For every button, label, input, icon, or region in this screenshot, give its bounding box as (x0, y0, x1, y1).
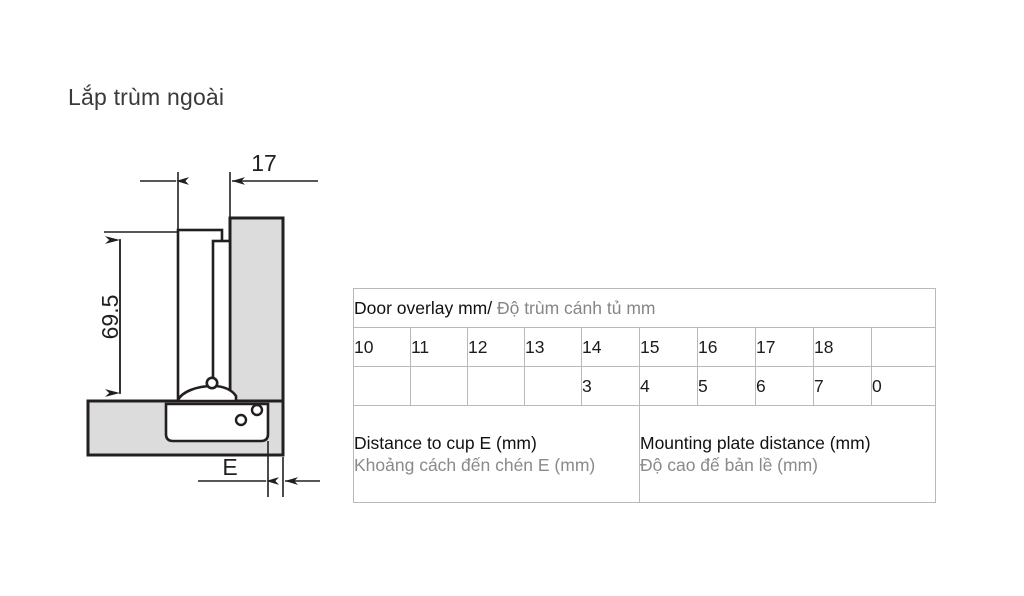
hinge-arm-shape (176, 228, 232, 403)
plate-value-cell: 3 (581, 366, 640, 406)
door-overlay-spec-table: Door overlay mm/ Độ trùm cánh tủ mm 10 1… (352, 288, 937, 503)
dimension-17-label: 17 (251, 150, 277, 176)
plate-value-cell-empty (353, 366, 411, 406)
dimension-17 (140, 172, 318, 232)
overlay-value-cell: 15 (639, 327, 698, 367)
plate-value-cell-highlighted: 0 (870, 366, 937, 406)
page-title: Lắp trùm ngoài (68, 84, 225, 110)
table-row-legend: Distance to cup E (mm) Khoảng cách đến c… (353, 405, 937, 503)
overlay-value-cell: 17 (755, 327, 814, 367)
table-header-vi: Độ trùm cánh tủ mm (492, 297, 656, 318)
mounting-plate-shape (164, 402, 270, 443)
plate-value-cell-empty (410, 366, 468, 406)
overlay-value-cell: 14 (581, 327, 640, 367)
table-header-en: Door overlay mm/ (354, 297, 493, 318)
legend-distance-to-cup-vi: Khoảng cách đến chén E (mm) (354, 455, 596, 475)
plate-value-cell: 4 (639, 366, 698, 406)
table-row-plate-values: 3 4 5 6 7 0 (353, 366, 937, 406)
table-header-door-overlay: Door overlay mm/ Độ trùm cánh tủ mm (352, 288, 937, 328)
dimension-69-5-label: 69.5 (97, 295, 123, 340)
legend-mounting-plate-distance-vi: Độ cao đế bản lề (mm) (640, 455, 818, 475)
overlay-value-cell: 10 (353, 327, 411, 367)
dimension-E (198, 441, 320, 497)
hinge-technical-drawing: 17 69.5 E (0, 0, 345, 596)
overlay-value-cell: 13 (524, 327, 582, 367)
hinge-knuckle-shape (176, 376, 238, 403)
plate-value-cell: 6 (755, 366, 814, 406)
plate-value-cell: 7 (813, 366, 872, 406)
plate-value-cell: 5 (697, 366, 756, 406)
plate-value-cell-empty (467, 366, 525, 406)
legend-mounting-plate-distance: Mounting plate distance (mm) Độ cao đế b… (638, 405, 937, 503)
legend-distance-to-cup-en: Distance to cup E (mm) (354, 432, 537, 453)
overlay-value-cell: 12 (467, 327, 525, 367)
overlay-value-cell-empty (870, 327, 937, 367)
legend-distance-to-cup: Distance to cup E (mm) Khoảng cách đến c… (353, 405, 640, 503)
table-row-header: Door overlay mm/ Độ trùm cánh tủ mm (352, 288, 937, 328)
legend-mounting-plate-distance-en: Mounting plate distance (mm) (640, 432, 871, 453)
dimension-69-5 (104, 231, 178, 402)
plate-value-cell-empty (524, 366, 582, 406)
overlay-value-cell: 11 (410, 327, 468, 367)
overlay-value-cell: 18 (813, 327, 872, 367)
dimension-E-label: E (222, 454, 237, 480)
overlay-value-cell: 16 (697, 327, 756, 367)
table-row-overlay-values: 10 11 12 13 14 15 16 17 18 (353, 327, 937, 367)
